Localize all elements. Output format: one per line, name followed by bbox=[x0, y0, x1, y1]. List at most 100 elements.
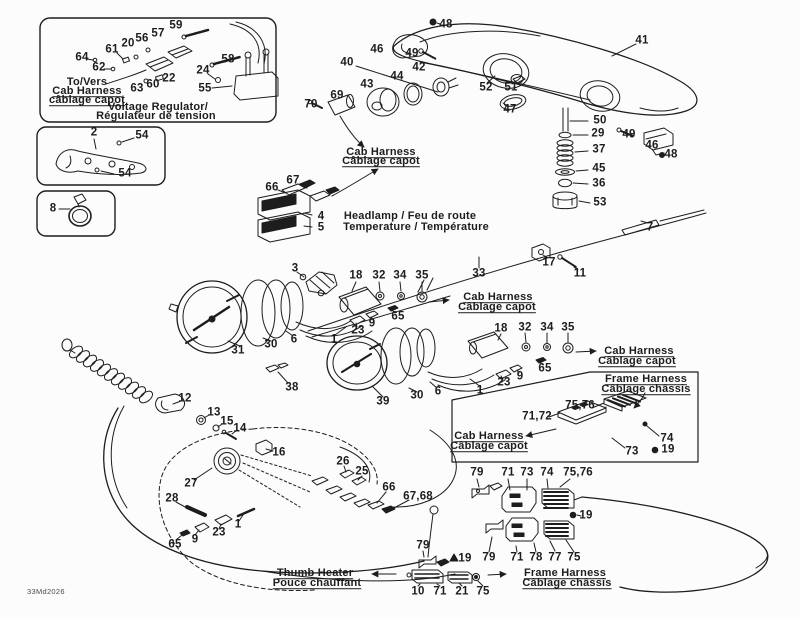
part-number-4: 4 bbox=[317, 210, 325, 223]
framebox-frame-harness-en: Frame Harness bbox=[604, 373, 688, 386]
part-number-71-72: 71,72 bbox=[522, 410, 552, 423]
frame-harness-connectors bbox=[471, 478, 769, 593]
part-number-6: 6 bbox=[434, 385, 442, 398]
part-number-41: 41 bbox=[635, 34, 649, 47]
part-number-9: 9 bbox=[368, 317, 376, 330]
part-number-14: 14 bbox=[233, 422, 247, 435]
voltage-regulator-parts bbox=[86, 21, 279, 101]
part-number-46: 46 bbox=[370, 43, 384, 56]
part-number-15: 15 bbox=[220, 415, 234, 428]
part-number-35: 35 bbox=[561, 321, 575, 334]
part-number-37: 37 bbox=[592, 143, 606, 156]
part-number-33: 33 bbox=[472, 267, 486, 280]
part-number-2: 2 bbox=[90, 126, 98, 139]
part-number-65: 65 bbox=[391, 310, 405, 323]
part-number-10: 10 bbox=[411, 585, 425, 598]
vr-cab-harness: Cab Harness bbox=[52, 85, 122, 98]
console-plug-cluster bbox=[311, 465, 410, 514]
part-number-38: 38 bbox=[285, 381, 299, 394]
vr-to-vers: To/Vers bbox=[66, 76, 108, 89]
part-number-66: 66 bbox=[382, 481, 396, 494]
part-number-54: 54 bbox=[118, 167, 132, 180]
part-number-30: 30 bbox=[264, 338, 278, 351]
part-number-19: 19 bbox=[661, 443, 675, 456]
part-number-75-76: 75,76 bbox=[563, 466, 593, 479]
gauge1-cab-harness-fr: Câblage capot bbox=[458, 301, 536, 314]
part-number-19: 19 bbox=[458, 552, 472, 565]
part-number-42: 42 bbox=[412, 61, 426, 74]
part-number-79: 79 bbox=[482, 551, 496, 564]
vr-title-en: Voltage Regulator/ bbox=[108, 101, 208, 114]
part-number-58: 58 bbox=[221, 53, 235, 66]
part-number-60: 60 bbox=[146, 78, 160, 91]
part-number-67: 67 bbox=[286, 174, 300, 187]
part-number-48: 48 bbox=[664, 148, 678, 161]
part-number-70: 70 bbox=[304, 98, 318, 111]
part-number-54: 54 bbox=[135, 129, 149, 142]
gauge2-cab-harness-en: Cab Harness bbox=[604, 345, 674, 358]
part-number-3: 3 bbox=[291, 262, 299, 275]
thumb-heater-en: Thumb Heater bbox=[276, 567, 354, 580]
part-number-52: 52 bbox=[479, 81, 493, 94]
speedometer-gauge bbox=[168, 271, 450, 384]
tether-ring-box bbox=[36, 190, 116, 237]
framebox-cab-harness-en: Cab Harness bbox=[454, 430, 524, 443]
part-number-49: 49 bbox=[622, 128, 636, 141]
document-code: 33Md2026 bbox=[27, 587, 65, 596]
console-and-tether bbox=[61, 338, 457, 591]
part-number-1: 1 bbox=[476, 384, 484, 397]
part-number-22: 22 bbox=[162, 72, 176, 85]
part-number-56: 56 bbox=[135, 32, 149, 45]
mounting-bracket-box bbox=[36, 126, 166, 186]
part-number-45: 45 bbox=[592, 162, 606, 175]
part-number-27: 27 bbox=[184, 477, 198, 490]
part-number-39: 39 bbox=[376, 395, 390, 408]
part-number-29: 29 bbox=[591, 127, 605, 140]
headlamp-temp-connectors bbox=[257, 168, 379, 243]
mounting-bracket-part bbox=[55, 137, 147, 175]
latch-bracket bbox=[616, 127, 674, 158]
part-number-12: 12 bbox=[178, 392, 192, 405]
part-number-16: 16 bbox=[272, 446, 286, 459]
part-number-8: 8 bbox=[49, 202, 57, 215]
part-number-18: 18 bbox=[349, 269, 363, 282]
part-number-75-76: 75,76 bbox=[565, 399, 595, 412]
part-number-75: 75 bbox=[476, 585, 490, 598]
part-number-5: 5 bbox=[317, 221, 325, 234]
thumb-heater-fr: Pouce chauffant bbox=[272, 577, 362, 590]
part-number-1: 1 bbox=[330, 333, 338, 346]
part-number-62: 62 bbox=[92, 61, 106, 74]
part-number-61: 61 bbox=[105, 43, 119, 56]
part-number-66: 66 bbox=[265, 181, 279, 194]
part-number-30: 30 bbox=[410, 389, 424, 402]
gauge2-cab-harness-fr: Câblage capot bbox=[598, 355, 676, 368]
framebox-cab-harness-fr: Câblage capot bbox=[450, 440, 528, 453]
part-number-59: 59 bbox=[169, 19, 183, 32]
part-number-71: 71 bbox=[510, 551, 524, 564]
part-number-24: 24 bbox=[196, 64, 210, 77]
part-number-64: 64 bbox=[75, 51, 89, 64]
gauge1-cab-harness-en: Cab Harness bbox=[463, 291, 533, 304]
part-number-1: 1 bbox=[234, 518, 242, 531]
part-number-69: 69 bbox=[330, 89, 344, 102]
framebox-frame-harness-fr: Câblage châssis bbox=[601, 383, 691, 396]
headlamp-cab-harness-fr: Câblage capot bbox=[342, 155, 420, 168]
frame-harness-fr: Câblage châssis bbox=[522, 577, 612, 590]
part-number-13: 13 bbox=[207, 406, 221, 419]
part-number-17: 17 bbox=[542, 256, 556, 269]
part-number-25: 25 bbox=[355, 465, 369, 478]
part-number-44: 44 bbox=[390, 70, 404, 83]
part-number-50: 50 bbox=[593, 114, 607, 127]
part-number-9: 9 bbox=[516, 370, 524, 383]
part-number-35: 35 bbox=[415, 269, 429, 282]
temperature-line: Temperature / Température bbox=[343, 221, 489, 234]
part-number-79: 79 bbox=[416, 539, 430, 552]
part-number-34: 34 bbox=[393, 269, 407, 282]
spring-stack bbox=[552, 107, 591, 210]
part-number-65: 65 bbox=[168, 538, 182, 551]
part-number-74: 74 bbox=[540, 466, 554, 479]
part-number-11: 11 bbox=[573, 267, 587, 280]
frame-harness-connector-detail bbox=[525, 390, 660, 454]
